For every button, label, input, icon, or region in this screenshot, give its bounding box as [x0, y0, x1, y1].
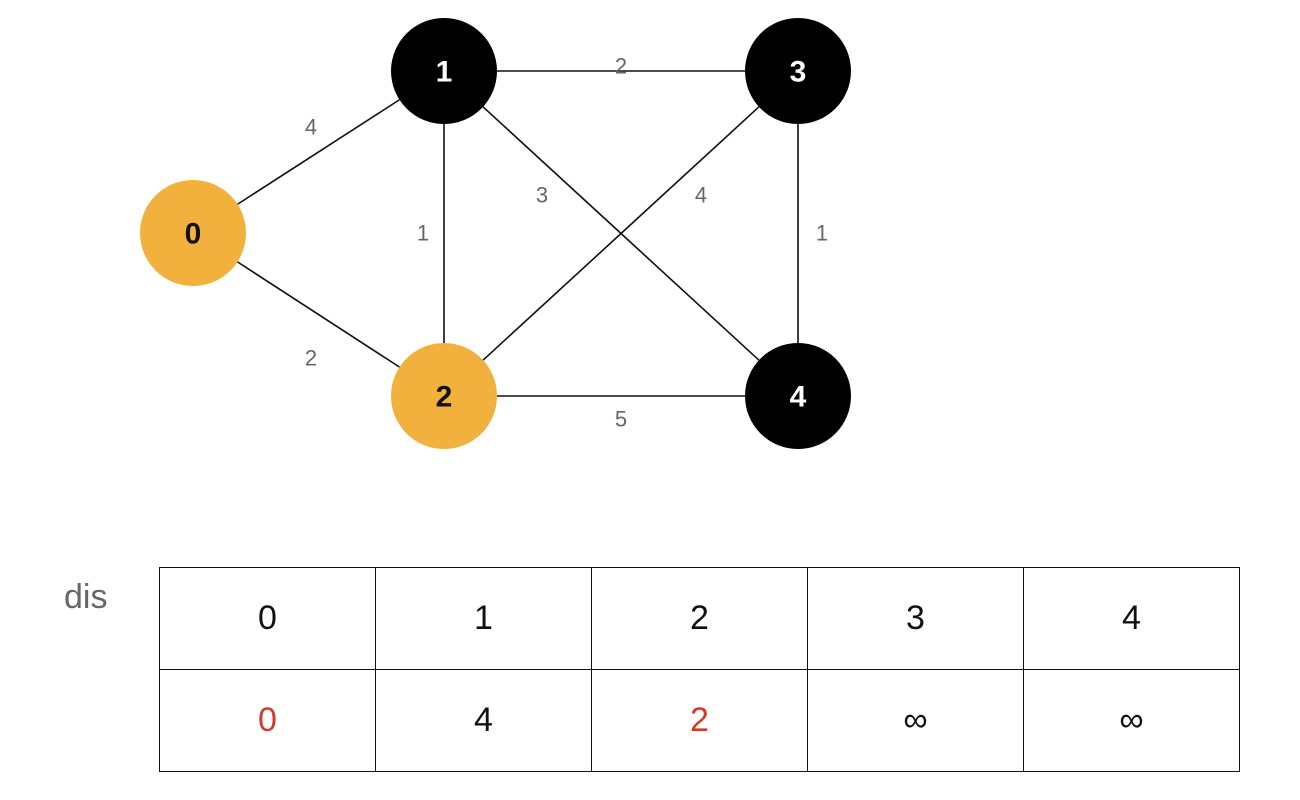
graph-diagram: 4 2 2 1 3 4 1 5 0 1 2 3 4: [140, 18, 851, 449]
edge-0-2: [237, 261, 400, 368]
table-header-cell: 4: [1023, 567, 1240, 670]
table-header-row: 0 1 2 3 4: [159, 567, 1240, 670]
table-value-cell: ∞: [807, 669, 1024, 772]
edge-weight-label: 1: [417, 221, 429, 246]
graph-node-1: 1: [391, 18, 497, 124]
table-value-cell: 4: [375, 669, 592, 772]
table-header-cell: 0: [159, 567, 376, 670]
dis-array-label: dis: [64, 578, 108, 616]
table-value-cell: 0: [159, 669, 376, 772]
node-circle: [745, 343, 851, 449]
node-circle: [391, 18, 497, 124]
edge-weight-label: 3: [536, 183, 548, 208]
dis-table: 0 1 2 3 4 0 4 2 ∞ ∞: [159, 567, 1240, 772]
edge-weight-label: 2: [305, 346, 317, 371]
node-label: 3: [790, 56, 807, 89]
edge-0-1: [237, 99, 400, 205]
edge-weight-label: 2: [615, 54, 627, 79]
node-label: 2: [436, 381, 453, 414]
table-value-cell: 2: [591, 669, 808, 772]
edge-weight-label: 1: [816, 221, 828, 246]
edge-weight-label: 5: [615, 407, 627, 432]
table-header-cell: 3: [807, 567, 1024, 670]
node-circle: [745, 18, 851, 124]
table-header-cell: 2: [591, 567, 808, 670]
edge-weight-label: 4: [305, 115, 317, 140]
node-circle: [391, 343, 497, 449]
node-label: 1: [436, 56, 453, 89]
graph-node-3: 3: [745, 18, 851, 124]
graph-node-4: 4: [745, 343, 851, 449]
table-header-cell: 1: [375, 567, 592, 670]
edge-weight-label: 4: [695, 183, 707, 208]
node-circle: [140, 180, 246, 286]
node-label: 0: [185, 218, 202, 251]
graph-node-2: 2: [391, 343, 497, 449]
table-value-row: 0 4 2 ∞ ∞: [159, 669, 1240, 772]
edge-2-3: [482, 106, 760, 361]
table-value-cell: ∞: [1023, 669, 1240, 772]
graph-node-0: 0: [140, 180, 246, 286]
node-label: 4: [790, 381, 807, 414]
